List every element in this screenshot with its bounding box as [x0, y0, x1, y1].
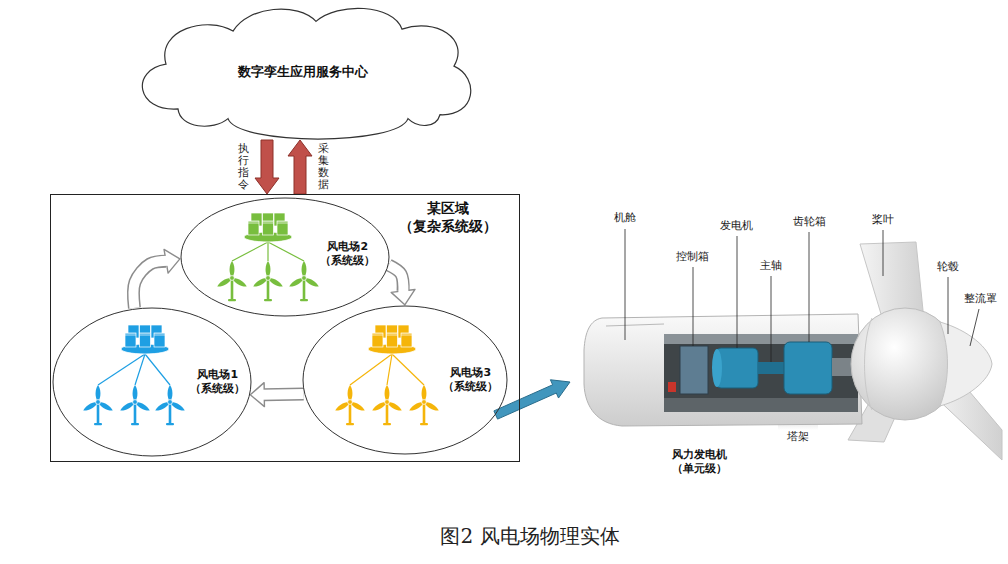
part-label: 控制箱 — [676, 250, 709, 263]
relay — [668, 382, 676, 392]
part-label: 主轴 — [760, 259, 782, 272]
turbine-icon — [119, 385, 151, 425]
feeder-line — [232, 242, 268, 261]
leader-line — [625, 229, 979, 362]
flow-arrow-fill — [134, 261, 169, 308]
node-text: 风力发电机 （单元级） — [663, 448, 735, 477]
control-box — [680, 346, 708, 394]
turbine-icon — [154, 385, 186, 425]
feeder-line — [267, 242, 268, 261]
edge-label: 采集数据 — [318, 143, 329, 191]
server-stack — [244, 213, 292, 242]
generator — [712, 349, 722, 387]
server-stack — [121, 325, 169, 354]
command-arrow — [288, 140, 312, 194]
leader-line — [809, 232, 810, 342]
turbine-icon — [82, 385, 114, 425]
turbine-icon — [252, 261, 284, 301]
feeder-line — [98, 354, 145, 385]
leader-line — [737, 236, 738, 348]
leader-line — [693, 267, 694, 346]
hub-seam — [865, 318, 873, 410]
part-label: 机舱 — [614, 211, 636, 224]
ellipse-outline — [181, 198, 389, 316]
flow-arrow — [250, 383, 303, 407]
wind-farm-ellipse: 风电场1 （系统级） — [52, 307, 252, 457]
feeder-line — [135, 354, 145, 385]
leader-line — [771, 276, 772, 362]
spinner — [940, 322, 992, 406]
wind-farm-icons — [82, 325, 186, 425]
command-arrow — [288, 140, 312, 194]
flow-arrow-fill — [389, 265, 404, 293]
node-text: 风电场3 （系统级） — [442, 366, 500, 395]
wind-farm-icons — [334, 325, 440, 425]
nacelle-seam — [606, 324, 664, 326]
wind-turbine-illustration — [584, 242, 1002, 460]
part-label: 齿轮箱 — [793, 215, 826, 228]
figure-caption: 图2 风电场物理实体 — [330, 524, 730, 548]
wind-farm-ellipse: 风电场3 （系统级） — [302, 305, 508, 455]
feeder-line — [392, 354, 424, 385]
cloud-node: 数字孪生应用服务中心 — [118, 0, 478, 140]
detail-arrow — [494, 380, 570, 419]
feeder-line — [387, 354, 392, 385]
leader-line — [883, 230, 884, 276]
command-arrow — [255, 140, 279, 194]
turbine-icon — [371, 385, 403, 425]
region-box: 某区域 （复杂系统级） 风电场1 （系统级） 风电场2 （系统级） 风电场3 （系统级… — [50, 194, 520, 462]
part-label: 塔架 — [787, 430, 809, 443]
wind-farm-icons — [216, 213, 320, 301]
flow-arrow — [389, 265, 415, 305]
turbine-icon — [288, 261, 320, 301]
flow-arrow — [134, 249, 180, 308]
node-text: 数字孪生应用服务中心 — [128, 64, 478, 81]
part-label: 轮毂 — [937, 260, 959, 273]
part-label: 桨叶 — [872, 213, 894, 226]
leader-line — [625, 229, 626, 340]
leader-line — [948, 277, 949, 334]
generator — [716, 348, 758, 388]
feeder-line — [145, 354, 170, 385]
turbine-icon — [408, 385, 440, 425]
turbine-icon — [216, 261, 248, 301]
leader-line — [970, 309, 979, 346]
ellipse-outline — [52, 307, 252, 457]
node-text: 风电场2 （系统级） — [318, 240, 378, 269]
ellipse-outline — [303, 306, 507, 454]
gearbox — [784, 342, 832, 394]
main-shaft — [758, 362, 784, 374]
ellipse-outline — [53, 308, 251, 456]
node-text: 风电场1 （系统级） — [188, 368, 248, 397]
command-arrow — [255, 140, 279, 194]
edge-label: 执行指令 — [238, 143, 249, 191]
flow-arrow-fill — [262, 389, 304, 400]
feeder-line — [232, 242, 304, 261]
detail-arrow — [494, 380, 570, 419]
part-label: 发电机 — [720, 219, 753, 232]
feeder-line — [268, 242, 304, 261]
feeder-line — [350, 354, 424, 385]
ellipse-outline — [302, 305, 508, 455]
feeder-line — [350, 354, 392, 385]
part-label: 整流罩 — [964, 292, 997, 305]
turbine-icon — [334, 385, 366, 425]
wind-farm-ellipse: 风电场2 （系统级） — [180, 197, 390, 317]
node-text: 某区域 （复杂系统级） — [393, 199, 503, 235]
nacelle — [584, 314, 862, 426]
server-stack — [368, 325, 416, 354]
feeder-line — [98, 354, 170, 385]
nacelle-cutaway — [664, 398, 858, 412]
